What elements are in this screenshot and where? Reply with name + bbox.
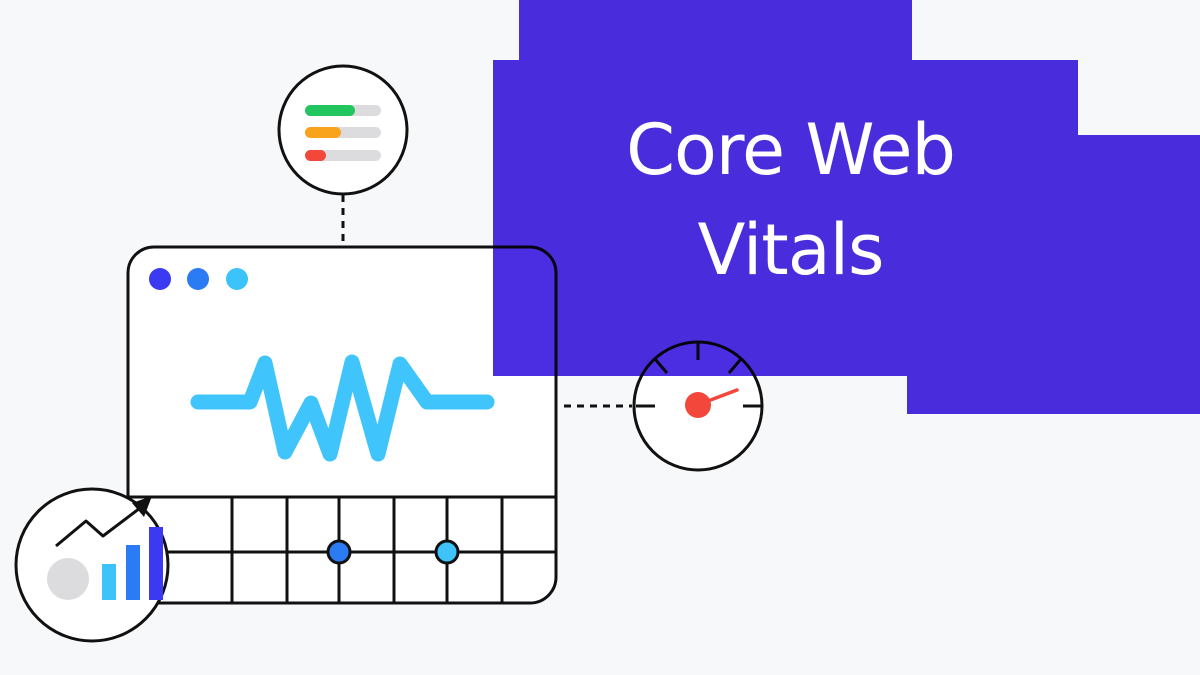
chart-bar-1 [102,564,116,600]
window-dot-dark-blue [149,268,171,290]
chart-bar-3 [149,527,163,600]
metric-bar-good [305,105,381,116]
page-title: Core Web Vitals [493,100,1088,300]
metric-bar-needs-improvement [305,127,381,138]
heartbeat-wave-icon [190,354,495,462]
chart-gray-dot [47,558,89,600]
window-dot-blue [187,268,209,290]
window-dot-light-blue [226,268,248,290]
metrics-bars-badge [277,64,409,196]
speed-gauge-icon [632,340,764,472]
trend-up-arrow-icon [55,506,141,548]
growth-chart-badge [14,487,170,643]
title-line-1: Core Web [626,109,956,191]
grid-point-light-blue [434,539,460,565]
chart-bar-2 [126,545,140,600]
metric-bar-poor [305,150,381,161]
grid-point-blue [326,539,352,565]
title-line-2: Vitals [697,209,884,291]
browser-window [126,245,558,605]
gauge-hub [685,392,711,418]
